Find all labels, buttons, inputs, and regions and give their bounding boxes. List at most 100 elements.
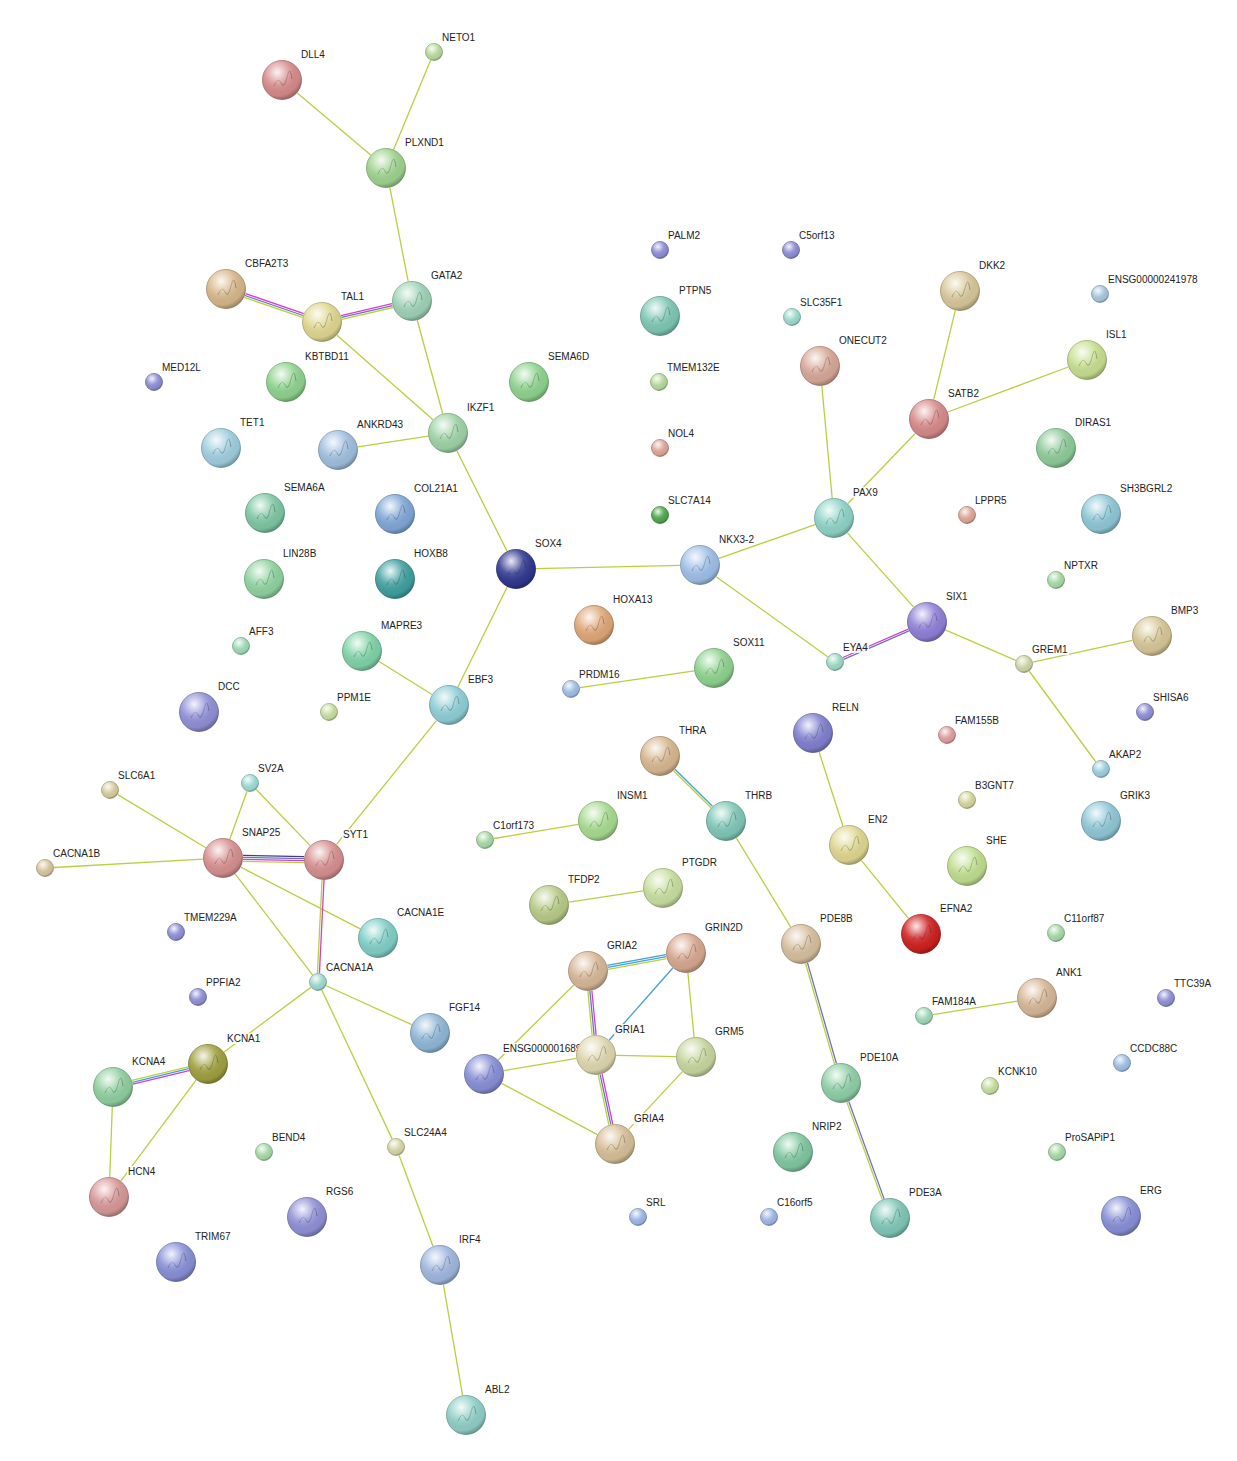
interaction-edge: [819, 752, 843, 826]
edge-stroke: [246, 294, 304, 314]
protein-node: PTGDR: [643, 868, 683, 908]
protein-node: IKZF1: [428, 413, 468, 453]
gene-label: EBF3: [467, 674, 494, 685]
node-sphere: [1132, 616, 1172, 656]
gene-label: BMP3: [1170, 605, 1199, 616]
protein-node: ABL2: [446, 1395, 486, 1435]
node-sphere: [1091, 285, 1109, 303]
edge-stroke: [458, 587, 507, 687]
protein-node: SLC24A4: [387, 1138, 405, 1156]
gene-label: GREM1: [1031, 644, 1069, 655]
protein-node: ProSAPiP1: [1048, 1143, 1066, 1161]
gene-label: PTGDR: [681, 857, 718, 868]
gene-label: KBTBD11: [304, 351, 350, 362]
protein-node: TET1: [201, 428, 241, 468]
node-sphere: [814, 498, 854, 538]
edge-stroke: [843, 629, 908, 657]
edge-stroke: [399, 1155, 433, 1246]
gene-label: SYT1: [342, 829, 369, 840]
protein-node: EFNA2: [901, 914, 941, 954]
gene-label: FAM155B: [954, 715, 1000, 726]
interaction-edge: [806, 963, 837, 1064]
gene-label: ERG: [1139, 1185, 1163, 1196]
protein-node: GRM5: [676, 1037, 716, 1077]
protein-node: FAM184A: [915, 1007, 933, 1025]
gene-label: PDE10A: [859, 1052, 899, 1063]
gene-label: NOL4: [667, 428, 695, 439]
edge-stroke: [862, 861, 909, 919]
node-sphere: [320, 703, 338, 721]
node-sphere: [578, 801, 618, 841]
edge-stroke: [322, 990, 392, 1139]
node-sphere: [1017, 978, 1057, 1018]
protein-node: NRIP2: [773, 1132, 813, 1172]
gene-label: SOX4: [534, 538, 563, 549]
protein-node: PDE10A: [821, 1063, 861, 1103]
edge-stroke: [806, 963, 835, 1064]
gene-label: HOXA13: [612, 594, 653, 605]
node-sphere: [760, 1208, 778, 1226]
interaction-edge: [862, 861, 909, 919]
protein-node: RGS6: [287, 1197, 327, 1237]
protein-node: DKK2: [940, 271, 980, 311]
edge-stroke: [569, 891, 643, 902]
node-sphere: [958, 506, 976, 524]
gene-label: MED12L: [161, 362, 202, 373]
interaction-edge: [847, 1101, 884, 1199]
gene-label: CACNA1A: [325, 962, 374, 973]
interaction-edge: [674, 769, 713, 807]
interaction-edge: [132, 1067, 189, 1084]
node-sphere: [255, 1143, 273, 1161]
node-sphere: [793, 713, 833, 753]
edge-stroke: [608, 957, 667, 968]
node-sphere: [244, 559, 284, 599]
node-sphere: [800, 346, 840, 386]
gene-label: C16orf5: [776, 1197, 814, 1208]
node-sphere: [206, 269, 246, 309]
protein-node: GRIN2D: [666, 933, 706, 973]
protein-node: DCC: [179, 692, 219, 732]
interaction-edge: [607, 955, 666, 970]
gene-label: KCNA4: [131, 1056, 166, 1067]
node-sphere: [576, 1035, 616, 1075]
gene-label: SLC24A4: [403, 1127, 448, 1138]
gene-label: CCDC88C: [1129, 1043, 1178, 1054]
node-sphere: [940, 271, 980, 311]
protein-node: PAX9: [814, 498, 854, 538]
node-sphere: [676, 1037, 716, 1077]
node-sphere: [595, 1124, 635, 1164]
edge-stroke: [337, 335, 433, 420]
node-sphere: [392, 281, 432, 321]
gene-label: GRIA2: [606, 940, 638, 951]
gene-label: ANKRD43: [356, 419, 404, 430]
node-sphere: [410, 1013, 450, 1053]
gene-label: PTPN5: [678, 285, 712, 296]
node-sphere: [1047, 924, 1065, 942]
gene-label: SEMA6D: [547, 351, 590, 362]
protein-node: CACNA1B: [36, 859, 54, 877]
protein-node: SH3BGRL2: [1081, 494, 1121, 534]
edge-stroke: [504, 1058, 577, 1070]
gene-label: EN2: [867, 814, 888, 825]
gene-label: DLL4: [300, 49, 326, 60]
interaction-edge: [736, 838, 790, 927]
gene-label: RGS6: [325, 1186, 354, 1197]
node-sphere: [650, 373, 668, 391]
edge-stroke: [600, 1075, 611, 1125]
node-sphere: [232, 637, 250, 655]
interaction-edge: [847, 533, 913, 607]
interaction-edge: [502, 1083, 598, 1134]
gene-label: SATB2: [947, 388, 980, 399]
node-sphere: [89, 1177, 129, 1217]
protein-node: CCDC88C: [1113, 1054, 1131, 1072]
gene-label: AKAP2: [1108, 749, 1142, 760]
edge-stroke: [807, 963, 836, 1064]
gene-label: DCC: [217, 681, 241, 692]
interaction-edge: [121, 1080, 196, 1181]
gene-label: INSM1: [616, 790, 649, 801]
gene-label: GRIN2D: [704, 922, 744, 933]
protein-node: B3GNT7: [958, 791, 976, 809]
gene-label: THRB: [744, 790, 773, 801]
protein-node: ISL1: [1067, 340, 1107, 380]
protein-node: ERG: [1101, 1196, 1141, 1236]
